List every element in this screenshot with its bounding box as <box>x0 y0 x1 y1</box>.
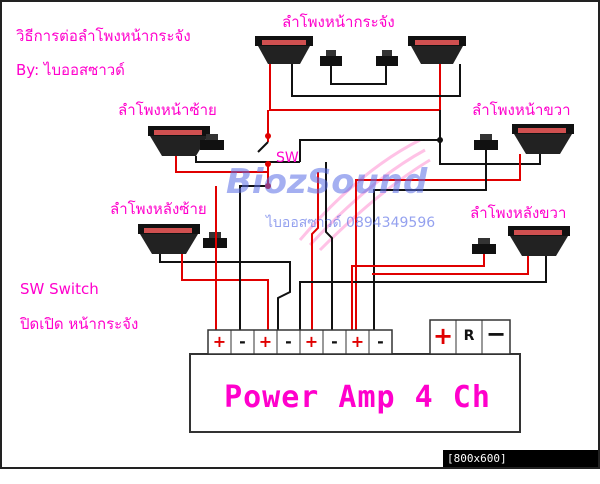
watermark-brand: BiozSound <box>226 162 428 202</box>
note-switch: SW Switch <box>20 280 99 298</box>
switch-label: SW <box>276 150 299 166</box>
label-rear-left: ลำโพงหลังซ้าย <box>110 200 207 218</box>
power-positive-sign: + <box>432 322 454 350</box>
terminal-sign: - <box>377 332 384 351</box>
rear-right-speaker <box>472 226 570 256</box>
label-center-speakers: ลำโพงหน้ากระจัง <box>282 13 395 31</box>
wires <box>159 64 547 330</box>
switch-contacts <box>265 133 443 189</box>
front-right-speaker <box>474 124 574 154</box>
speaker-terminal-strip <box>207 329 393 355</box>
center-right-woofer <box>408 36 466 64</box>
label-rear-right: ลำโพงหลังขวา <box>470 204 567 222</box>
power-ground-sign: − <box>485 320 507 348</box>
label-front-left: ลำโพงหน้าซ้าย <box>118 101 217 119</box>
diagram-title: วิธีการต่อลำโพงหน้ากระจัง <box>16 27 191 45</box>
label-front-right: ลำโพงหน้าขวา <box>472 101 571 119</box>
terminal-sign: - <box>285 332 292 351</box>
power-remote-sign: R <box>463 328 475 344</box>
terminal-sign: - <box>239 332 246 351</box>
center-tweeters <box>320 50 398 66</box>
terminal-sign: + <box>350 332 365 351</box>
amplifier-box <box>189 353 521 433</box>
image-frame <box>0 0 600 469</box>
terminal-sign: + <box>304 332 319 351</box>
terminal-sign: + <box>212 332 227 351</box>
image-host-footer: [800x600] https://upic.me/ <box>443 450 598 482</box>
note-switch-purpose: ปิดเปิด หน้ากระจัง <box>20 315 139 333</box>
amplifier-title: Power Amp 4 Ch <box>224 380 491 415</box>
wiring-diagram <box>138 36 574 433</box>
watermark-contact: ไบออสซาวด์ 0894349596 <box>266 215 436 231</box>
front-left-speaker <box>148 126 224 156</box>
terminal-sign: + <box>258 332 273 351</box>
center-left-woofer <box>255 36 313 64</box>
rear-left-speaker <box>138 224 227 254</box>
author-credit: By: ไบออสซาวด์ <box>16 61 125 79</box>
terminal-sign: - <box>331 332 338 351</box>
power-terminal-block <box>429 319 511 355</box>
